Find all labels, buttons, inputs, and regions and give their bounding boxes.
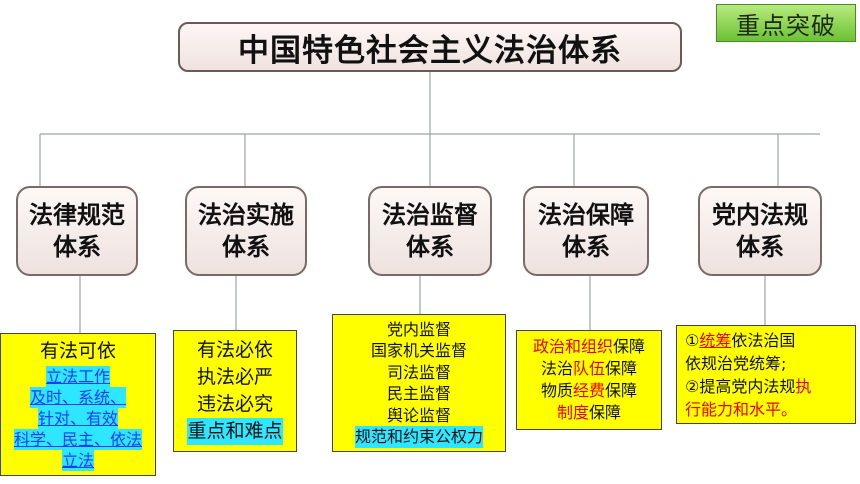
detail-line: 重点和难点	[187, 418, 283, 445]
key-point-badge: 重点突破	[716, 4, 856, 42]
detail-text: 保障	[589, 403, 622, 422]
category-label: 法律规范	[29, 201, 125, 229]
detail-line: 立法	[61, 450, 94, 471]
detail-line: 民主监督	[386, 384, 451, 403]
detail-text: ②提高党内法规	[685, 376, 796, 396]
detail-line: 立法工作	[45, 366, 110, 387]
category-label: 法治保障	[538, 201, 634, 229]
detail-box-legal-norms: 有法可依 立法工作 及时、系统、 针对、有效 科学、民主、依法 立法	[0, 333, 156, 476]
detail-box-party-regulations: ①统筹依法治国 依规治党统筹; ②提高党内法规执 行能力和水平。	[676, 325, 856, 424]
diagram-title: 中国特色社会主义法治体系	[178, 22, 682, 72]
detail-emphasis: 执	[795, 376, 812, 396]
category-label: 法治实施	[198, 201, 294, 229]
detail-line: 国家机关监督	[370, 341, 467, 360]
detail-line: 及时、系统、	[29, 387, 126, 408]
category-label: 体系	[562, 233, 610, 261]
detail-line: 政治和组织保障	[533, 336, 645, 358]
detail-line: 科学、民主、依法	[13, 429, 142, 450]
detail-text: 保障	[605, 359, 638, 378]
category-guarantee: 法治保障 体系	[523, 186, 649, 276]
detail-line: 制度保障	[557, 402, 621, 424]
detail-line: 党内监督	[386, 319, 451, 339]
detail-heading: 有法可依	[39, 340, 116, 362]
detail-text: 物质	[540, 381, 573, 400]
detail-emphasis: 统筹	[699, 330, 732, 350]
detail-box-guarantee: 政治和组织保障 法治队伍保障 物质经费保障 制度保障	[516, 330, 662, 430]
category-label: 法治监督	[382, 201, 478, 229]
detail-line: 有法必依	[196, 339, 273, 361]
detail-line: 司法监督	[386, 362, 451, 382]
detail-line: 依规治党统筹;	[685, 353, 787, 373]
category-party-regulations: 党内法规 体系	[698, 186, 822, 276]
detail-text: 法治	[540, 359, 573, 378]
category-label: 党内法规	[712, 201, 808, 229]
detail-emphasis: 制度	[556, 403, 589, 422]
detail-emphasis: 队伍	[572, 359, 605, 378]
detail-line: 规范和约束公权力	[354, 426, 483, 448]
detail-emphasis: 政治和组织	[532, 337, 613, 356]
category-supervision: 法治监督 体系	[368, 186, 492, 276]
detail-text: 保障	[613, 337, 646, 356]
detail-text: ①	[685, 330, 700, 350]
detail-text: 依法治国	[731, 330, 796, 350]
detail-box-implementation: 有法必依 执法必严 违法必究 重点和难点	[173, 330, 297, 452]
detail-line: 物质经费保障	[541, 380, 637, 402]
category-legal-norms: 法律规范 体系	[16, 186, 138, 276]
detail-line: 行能力和水平。	[685, 399, 798, 419]
detail-box-supervision: 党内监督 国家机关监督 司法监督 民主监督 舆论监督 规范和约束公权力	[332, 314, 506, 452]
category-label: 体系	[53, 233, 101, 261]
detail-line: 法治队伍保障	[541, 358, 637, 380]
category-label: 体系	[222, 233, 270, 261]
detail-line: 违法必究	[196, 393, 273, 415]
detail-line: 执法必严	[196, 366, 273, 388]
detail-emphasis: 经费	[572, 381, 605, 400]
category-implementation: 法治实施 体系	[185, 186, 307, 276]
detail-line: 舆论监督	[386, 405, 451, 425]
detail-line: ①统筹依法治国	[685, 329, 795, 352]
detail-line: 针对、有效	[37, 408, 118, 429]
detail-line: ②提高党内法规执	[685, 375, 811, 398]
category-label: 体系	[406, 233, 454, 261]
detail-text: 保障	[605, 381, 638, 400]
category-label: 体系	[736, 233, 784, 261]
